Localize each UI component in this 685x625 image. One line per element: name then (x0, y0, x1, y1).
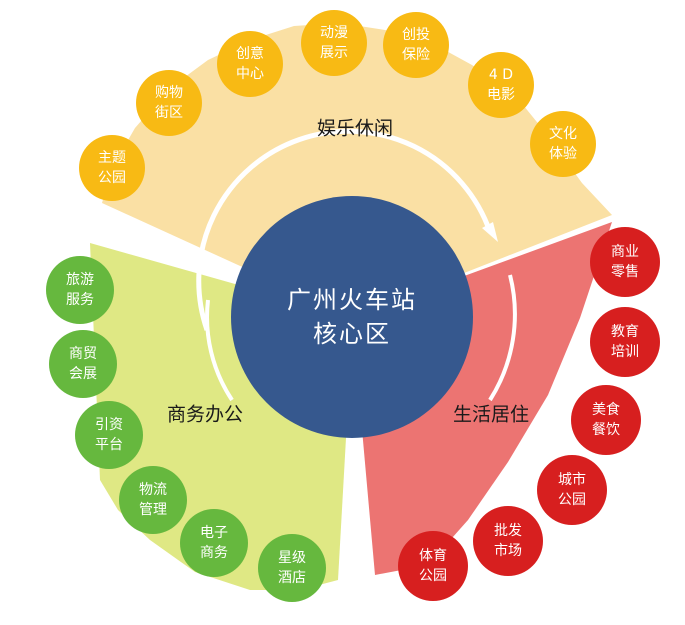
node-label-line2: 保险 (402, 47, 430, 63)
node-label-line2: 商务 (200, 545, 228, 561)
node-education-training: 教育 培训 (590, 307, 660, 377)
node-culture-experience: 文化 体验 (530, 111, 596, 177)
core-title-line2: 核心区 (313, 320, 391, 348)
node-label-line1: 旅游 (66, 272, 94, 288)
node-label-line2: 中心 (236, 66, 264, 82)
node-label-line2: 公园 (558, 492, 586, 508)
node-4d-cinema: 4 D 电影 (468, 52, 534, 118)
node-label-line2: 培训 (611, 344, 639, 360)
node-label-line1: 星级 (278, 550, 306, 566)
node-trade-exhibition: 商贸 会展 (49, 330, 117, 398)
node-sports-park: 体育 公园 (398, 531, 468, 601)
node-label-line1: 美食 (592, 402, 620, 418)
node-label-line2: 管理 (139, 502, 167, 518)
node-label-line1: 城市 (558, 472, 586, 488)
flow-ring-arrowhead (482, 222, 498, 242)
node-label-line1: 电子 (200, 525, 228, 541)
node-label-line1: 动漫 (320, 25, 348, 41)
node-label-line2: 公园 (98, 170, 126, 186)
node-venture-insurance: 创投 保险 (383, 12, 449, 78)
node-label-line2: 体验 (549, 146, 577, 162)
node-e-commerce: 电子 商务 (180, 509, 248, 577)
node-label-line2: 零售 (611, 264, 639, 280)
node-investment-platform: 引资 平台 (75, 401, 143, 469)
node-label-line2: 街区 (155, 105, 183, 121)
node-label-line1: 4 D (488, 67, 514, 83)
node-label-line2: 餐饮 (592, 422, 620, 438)
core-circle: 广州火车站 核心区 (231, 196, 473, 438)
sector-label-entertainment: 娱乐休闲 (316, 117, 394, 140)
node-label-line2: 市场 (494, 543, 522, 559)
node-food-dining: 美食 餐饮 (571, 385, 641, 455)
node-label-line2: 公园 (419, 568, 447, 584)
node-label-line1: 引资 (95, 417, 123, 433)
core-title-line1: 广州火车站 (287, 286, 417, 314)
node-label-line1: 商贸 (69, 346, 97, 362)
node-city-park: 城市 公园 (537, 455, 607, 525)
node-label-line2: 展示 (320, 45, 348, 61)
flow-ring-arc-left (205, 299, 234, 402)
node-tourism-service: 旅游 服务 (46, 256, 114, 324)
node-label-line2: 酒店 (278, 570, 306, 586)
node-label-line1: 创意 (236, 46, 264, 62)
node-label-line2: 服务 (66, 292, 94, 308)
node-label-line1: 教育 (611, 324, 639, 340)
node-logistics-management: 物流 管理 (119, 466, 187, 534)
node-label-line1: 批发 (494, 523, 522, 539)
sector-label-living: 生活居住 (452, 403, 530, 426)
node-label-line1: 体育 (419, 548, 447, 564)
node-theme-park: 主题 公园 (79, 135, 145, 201)
node-shopping-district: 购物 街区 (136, 70, 202, 136)
node-star-hotel: 星级 酒店 (258, 534, 326, 602)
node-label-line2: 平台 (95, 437, 123, 453)
node-label-line1: 创投 (402, 27, 430, 43)
node-label-line1: 商业 (611, 244, 639, 260)
node-label-line2: 会展 (69, 366, 97, 382)
node-label-line1: 主题 (98, 150, 126, 166)
flow-ring-arc-right (488, 274, 517, 402)
node-animation-exhibit: 动漫 展示 (301, 10, 367, 76)
node-label-line1: 物流 (139, 482, 167, 498)
node-label-line2: 电影 (487, 87, 515, 103)
node-creative-center: 创意 中心 (217, 31, 283, 97)
node-commercial-retail: 商业 零售 (590, 227, 660, 297)
node-wholesale-market: 批发 市场 (473, 506, 543, 576)
node-label-line1: 购物 (155, 85, 183, 101)
node-label-line1: 文化 (549, 126, 577, 142)
sector-label-business: 商务办公 (166, 403, 244, 426)
flow-ring-arc-top (196, 128, 493, 331)
